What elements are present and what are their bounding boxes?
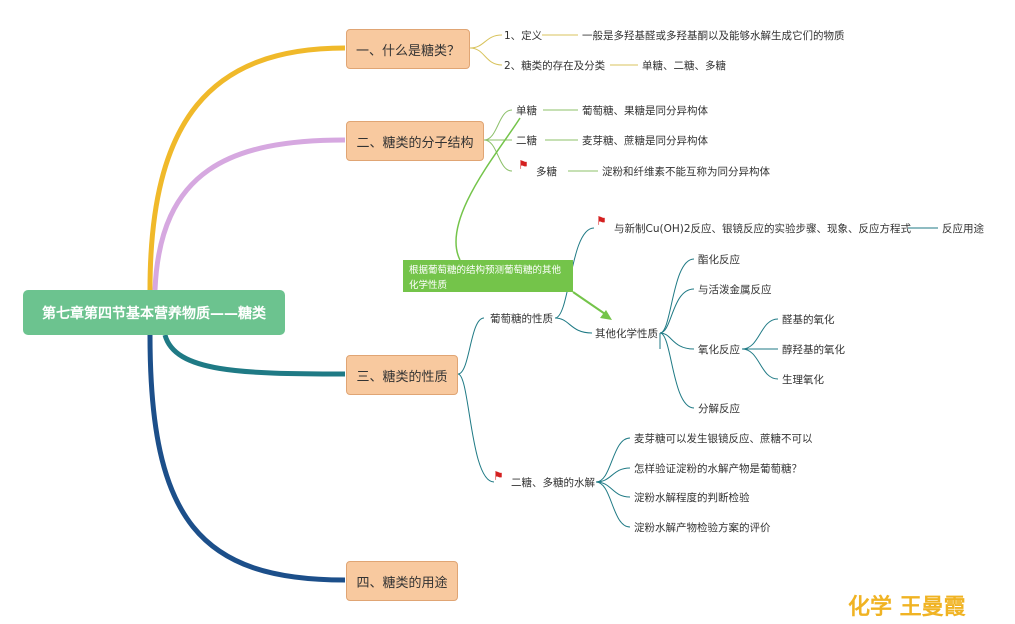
polysaccharide-text[interactable]: 淀粉和纤维素不能互称为同分异构体 <box>602 166 770 178</box>
glucose-properties-label[interactable]: 葡萄糖的性质 <box>490 313 553 325</box>
disaccharide-text[interactable]: 麦芽糖、蔗糖是同分异构体 <box>582 135 708 147</box>
definition-label[interactable]: 1、定义 <box>504 30 543 42</box>
physiological-oxidation-label[interactable]: 生理氧化 <box>782 374 824 386</box>
classification-text[interactable]: 单糖、二糖、多糖 <box>642 60 726 72</box>
aldehyde-oxidation-label[interactable]: 醛基的氧化 <box>782 314 835 326</box>
prediction-callout[interactable]: 根据葡萄糖的结构预测葡萄糖的其他化学性质 <box>403 260 573 292</box>
monosaccharide-text[interactable]: 葡萄糖、果糖是同分异构体 <box>582 105 708 117</box>
flag-icon: ⚑ <box>493 469 504 483</box>
hydrolysis-label[interactable]: 二糖、多糖的水解 <box>511 477 595 489</box>
brand-watermark: 化学 王曼霞 <box>848 595 966 620</box>
reaction-use-label[interactable]: 反应用途 <box>942 223 984 235</box>
other-properties-label[interactable]: 其他化学性质 <box>595 328 658 340</box>
cu-oh2-reaction-text[interactable]: 与新制Cu(OH)2反应、银镜反应的实验步骤、现象、反应方程式 <box>614 223 912 235</box>
decomposition-label[interactable]: 分解反应 <box>698 403 740 415</box>
topic-uses[interactable]: 四、糖类的用途 <box>346 561 458 601</box>
flag-icon: ⚑ <box>518 158 529 172</box>
classification-label[interactable]: 2、糖类的存在及分类 <box>504 60 606 72</box>
esterification-label[interactable]: 酯化反应 <box>698 254 740 266</box>
polysaccharide-label[interactable]: 多糖 <box>536 166 557 178</box>
oxidation-label[interactable]: 氧化反应 <box>698 344 740 356</box>
hydrolysis-item-3[interactable]: 淀粉水解程度的判断检验 <box>634 492 750 504</box>
flag-icon: ⚑ <box>596 214 607 228</box>
active-metal-label[interactable]: 与活泼金属反应 <box>698 284 772 296</box>
topic-what-is-sugar[interactable]: 一、什么是糖类？ <box>346 29 470 69</box>
disaccharide-label[interactable]: 二糖 <box>516 135 537 147</box>
hydrolysis-item-4[interactable]: 淀粉水解产物检验方案的评价 <box>634 522 771 534</box>
definition-text[interactable]: 一般是多羟基醛或多羟基酮以及能够水解生成它们的物质 <box>582 30 845 42</box>
hydrolysis-item-2[interactable]: 怎样验证淀粉的水解产物是葡萄糖？ <box>634 463 802 475</box>
hydrolysis-item-1[interactable]: 麦芽糖可以发生银镜反应、蔗糖不可以 <box>634 433 813 445</box>
topic-properties[interactable]: 三、糖类的性质 <box>346 355 458 395</box>
root-node[interactable]: 第七章第四节基本营养物质——糖类 <box>23 290 285 335</box>
topic-molecular-structure[interactable]: 二、糖类的分子结构 <box>346 121 484 161</box>
monosaccharide-label[interactable]: 单糖 <box>516 105 537 117</box>
alcohol-oxidation-label[interactable]: 醇羟基的氧化 <box>782 344 845 356</box>
